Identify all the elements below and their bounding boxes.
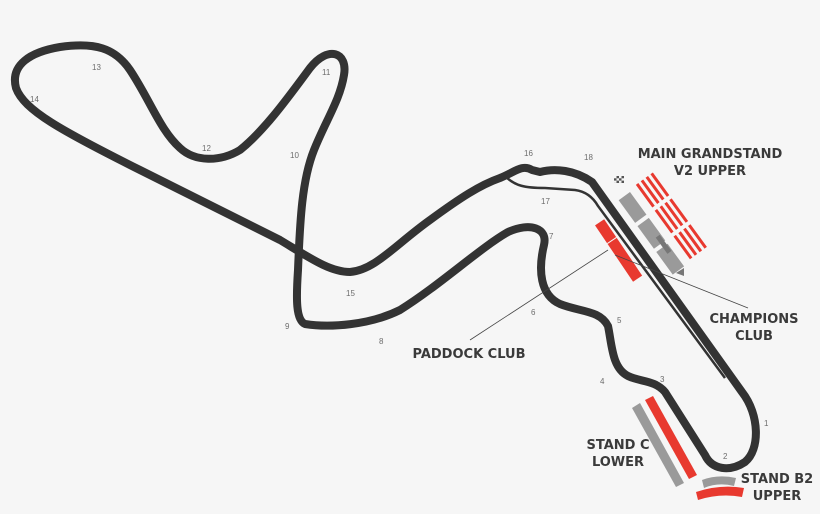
corner-11: 11 <box>322 68 331 77</box>
corner-2: 2 <box>723 452 728 461</box>
corner-1: 1 <box>764 419 769 428</box>
corner-18: 18 <box>584 153 593 162</box>
stand-b2-upper[interactable] <box>696 476 744 500</box>
main-grandstand[interactable] <box>618 172 707 275</box>
champions-club-label-2: CLUB <box>735 329 773 344</box>
stand-b2-label-2: UPPER <box>753 489 802 504</box>
champions-club-stand[interactable] <box>595 219 643 282</box>
champions-club-leader <box>614 254 749 309</box>
stand-c-label-1: STAND C <box>586 438 649 453</box>
corner-8: 8 <box>379 337 384 346</box>
stand-b2-label-1: STAND B2 <box>741 472 813 487</box>
v2-upper-label: V2 UPPER <box>674 164 746 179</box>
corner-4: 4 <box>600 377 605 386</box>
paddock-club-leader <box>469 249 609 341</box>
checkered-flag-icon <box>614 176 624 183</box>
corner-12: 12 <box>202 144 211 153</box>
stand-c-lower[interactable] <box>632 396 697 487</box>
corner-15: 15 <box>346 289 355 298</box>
corner-14: 14 <box>30 95 39 104</box>
corner-9: 9 <box>285 322 290 331</box>
start-arrow-icon <box>676 268 684 276</box>
corner-6: 6 <box>531 308 536 317</box>
stand-c-label-2: LOWER <box>592 455 644 470</box>
main-grandstand-label: MAIN GRANDSTAND <box>638 147 783 162</box>
paddock-club-label: PADDOCK CLUB <box>413 347 526 362</box>
corner-17: 17 <box>541 197 550 206</box>
corner-13: 13 <box>92 63 101 72</box>
race-track <box>10 41 760 473</box>
corner-10: 10 <box>290 151 299 160</box>
champions-club-label-1: CHAMPIONS <box>709 312 798 327</box>
corner-7: 7 <box>549 232 554 241</box>
pit-lane <box>504 175 727 379</box>
corner-3: 3 <box>660 375 665 384</box>
corner-5: 5 <box>617 316 622 325</box>
corner-16: 16 <box>524 149 533 158</box>
pit-building-icon <box>655 234 672 254</box>
